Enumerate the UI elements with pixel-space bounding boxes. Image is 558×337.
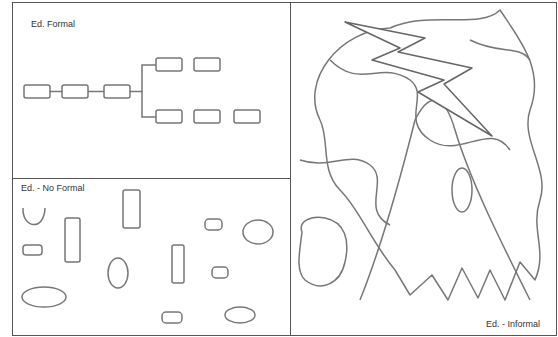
nonformal-shapes xyxy=(22,190,273,323)
panel-box: Ed. - No Formal xyxy=(12,178,291,336)
formal-tree xyxy=(24,58,260,123)
informal-scribble xyxy=(299,10,542,300)
panel-box: Ed. - Informal xyxy=(290,2,557,336)
panel-label: Ed. Formal xyxy=(29,19,77,30)
panel-box: Ed. Formal xyxy=(12,2,291,179)
panel-label: Ed. - No Formal xyxy=(19,183,87,194)
lightning-bolt xyxy=(345,22,492,136)
panel-label: Ed. - Informal xyxy=(484,319,542,330)
